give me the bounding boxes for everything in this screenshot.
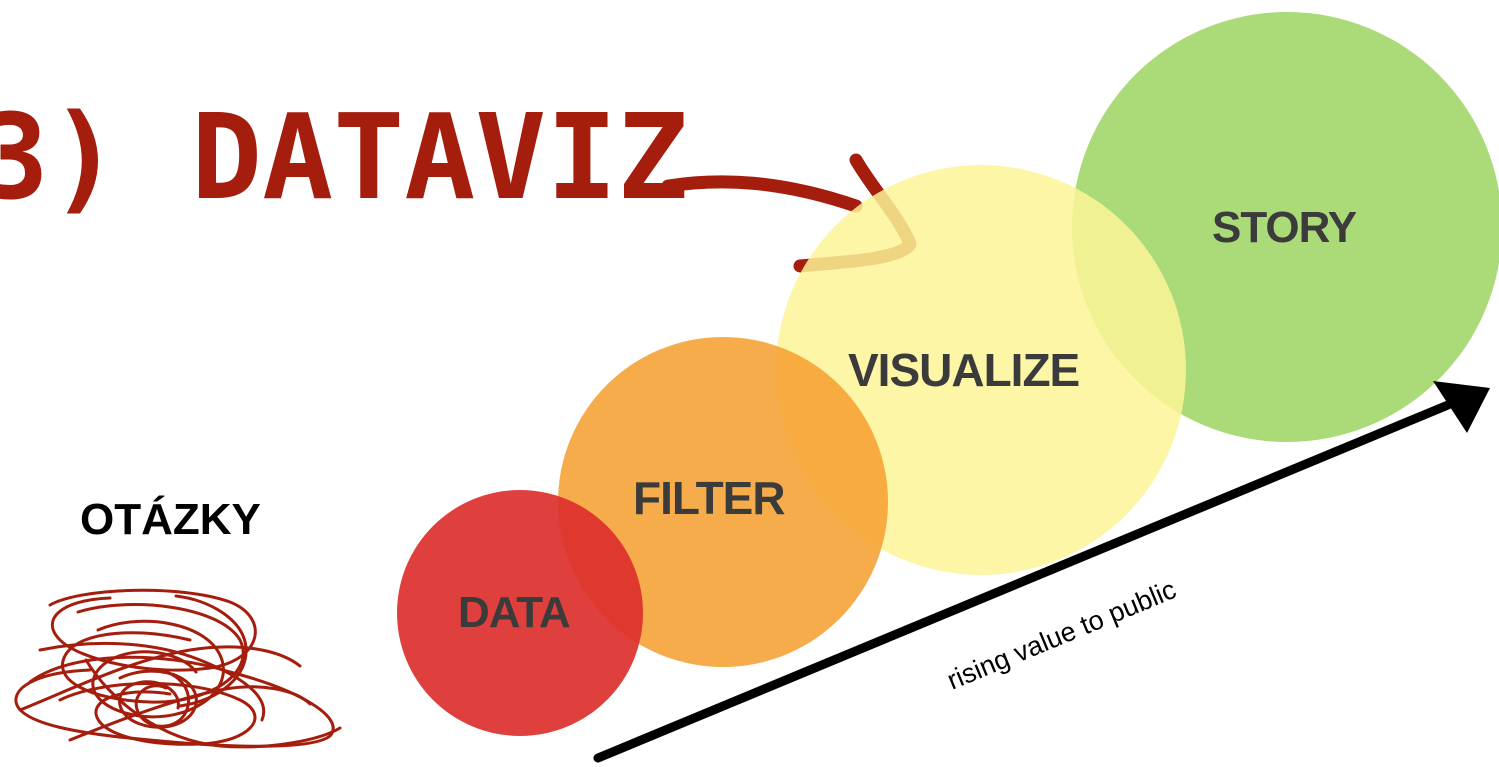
side-note-label: OTÁZKY bbox=[80, 494, 261, 544]
filter-circle bbox=[558, 337, 888, 667]
rising-arrow bbox=[593, 381, 1490, 763]
visualize-label: VISUALIZE bbox=[848, 344, 1079, 396]
stage-circles bbox=[397, 12, 1499, 736]
axis-label: rising value to public bbox=[943, 574, 1180, 695]
page-title: 3) DATAVIZ bbox=[0, 88, 688, 226]
story-label: STORY bbox=[1212, 203, 1357, 252]
filter-label: FILTER bbox=[633, 472, 785, 524]
scribble-drawing bbox=[14, 588, 342, 749]
data-circle bbox=[397, 490, 643, 736]
data-label: DATA bbox=[458, 588, 570, 637]
